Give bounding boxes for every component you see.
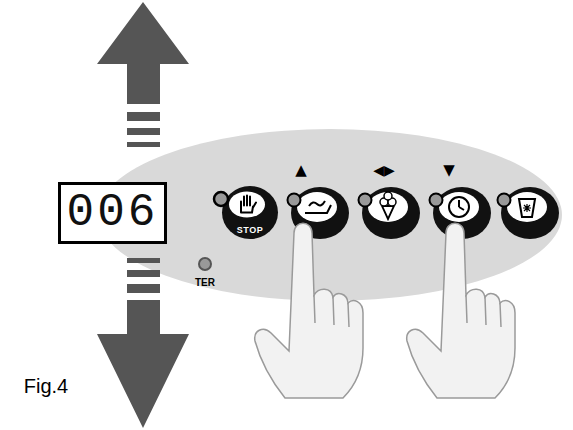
up-symbol: ▲	[295, 163, 307, 178]
button-label: STOP	[237, 226, 263, 235]
panel-background	[98, 129, 562, 301]
figure-caption: Fig.4	[24, 376, 68, 396]
down-symbol: ▼	[443, 163, 455, 178]
digit-display: 006	[58, 182, 168, 244]
button-icecream	[359, 187, 421, 239]
ter-led	[199, 258, 211, 270]
left-right-symbol: ◀▶	[373, 163, 395, 177]
display-digits: 006	[67, 190, 159, 236]
stop-button: STOP	[222, 186, 278, 239]
led-label: TER	[195, 278, 215, 288]
button-cup	[498, 187, 560, 239]
pressing-hands	[255, 223, 515, 398]
